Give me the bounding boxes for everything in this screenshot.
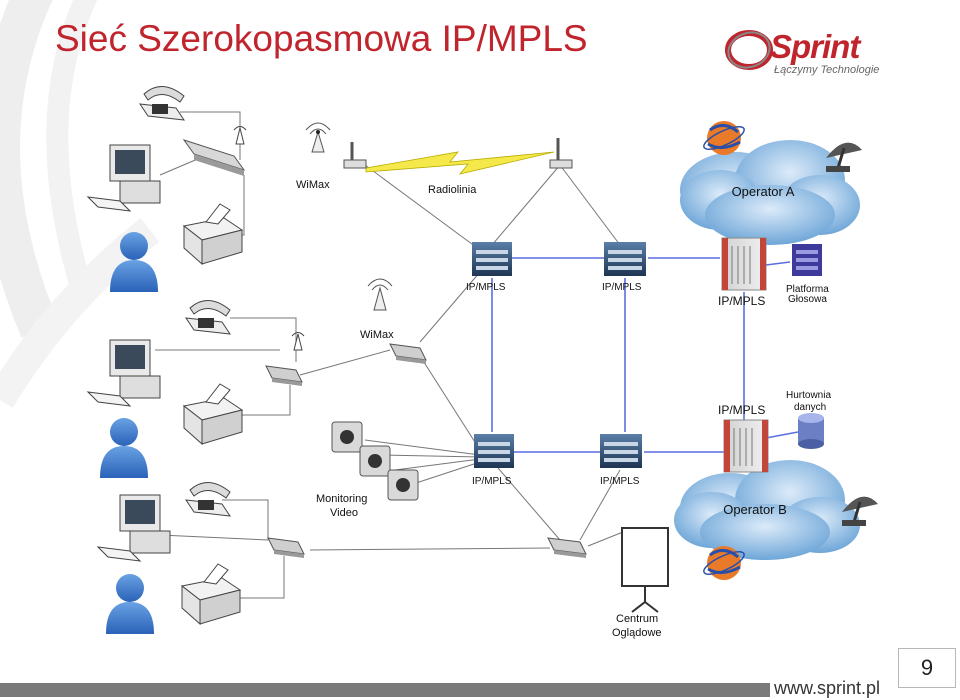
label-platform-voice-1: Platforma — [786, 284, 829, 295]
label-platform-voice-2: Głosowa — [788, 294, 827, 305]
user-avatar-icon — [100, 418, 148, 478]
antenna-icon — [291, 332, 305, 351]
page-title: Sieć Szerokopasmowa IP/MPLS — [55, 18, 588, 59]
label-operator-b: Operator B — [723, 502, 787, 517]
user-avatar-icon — [106, 574, 154, 634]
edge-router-icon — [472, 242, 512, 276]
footer-bar — [0, 683, 868, 697]
satellite-dish-icon — [842, 496, 878, 526]
user-avatar-icon — [110, 232, 158, 292]
network-diagram: Operator A Operator B — [86, 86, 878, 639]
sprint-logo: Sprint Łączymy Technologie — [724, 24, 894, 82]
printer-icon — [182, 203, 244, 266]
network-switch-icon — [389, 343, 427, 364]
printer-icon — [182, 383, 244, 446]
label-wimax-mid: WiMax — [360, 329, 394, 341]
label-center-2: Oglądowe — [612, 627, 662, 639]
label-monitoring-1: Monitoring — [316, 493, 367, 505]
label-warehouse-1: Hurtownia — [786, 390, 831, 401]
footer-url: www.sprint.pl — [770, 678, 885, 699]
database-icon — [798, 413, 824, 449]
antenna-icon — [233, 126, 247, 145]
wimax-antenna-icon — [367, 278, 393, 311]
label-router-bm: IP/MPLS — [600, 476, 640, 487]
label-router-tm: IP/MPLS — [602, 282, 642, 293]
label-operator-a: Operator A — [732, 184, 795, 199]
desktop-computer-icon — [96, 494, 171, 562]
video-camera-icon — [359, 445, 391, 477]
globe-icon — [703, 121, 745, 155]
telephone-icon — [184, 482, 232, 517]
wimax-antenna-icon — [305, 122, 331, 153]
voice-platform-server-icon — [792, 244, 822, 276]
logo-tagline: Łączymy Technologie — [774, 64, 880, 76]
network-hub-icon — [182, 139, 246, 176]
telephone-icon — [184, 300, 232, 335]
label-wimax-top: WiMax — [296, 179, 330, 191]
links-blue — [491, 257, 799, 453]
desktop-computer-icon — [86, 144, 161, 212]
core-router-icon — [721, 237, 767, 291]
label-router-tr: IP/MPLS — [718, 294, 765, 308]
network-switch-icon — [267, 537, 305, 558]
cloud-operator-a — [680, 140, 860, 245]
edge-router-icon — [600, 434, 642, 468]
label-center-1: Centrum — [616, 613, 658, 625]
network-switch-icon — [265, 365, 303, 386]
printer-icon — [180, 563, 242, 626]
label-router-tl: IP/MPLS — [466, 282, 506, 293]
radio-antenna-icon — [343, 142, 367, 169]
edge-router-icon — [604, 242, 646, 276]
label-monitoring-2: Video — [330, 507, 358, 519]
label-radiolinia: Radiolinia — [428, 184, 477, 196]
label-warehouse-2: danych — [794, 402, 826, 413]
label-router-bl: IP/MPLS — [472, 476, 512, 487]
logo-swoosh-icon — [725, 30, 773, 70]
cloud-operator-b — [674, 460, 860, 560]
desktop-computer-icon — [86, 339, 161, 407]
page-number: 9 — [898, 648, 956, 688]
video-camera-icon — [387, 469, 419, 501]
radio-antenna-icon — [549, 138, 573, 169]
radio-link-bolt — [365, 151, 555, 175]
logo-wordmark: Sprint — [770, 28, 860, 65]
globe-icon — [703, 546, 745, 580]
label-router-br: IP/MPLS — [718, 403, 765, 417]
telephone-icon — [138, 86, 186, 121]
links-gray — [155, 111, 629, 599]
satellite-dish-icon — [826, 142, 862, 172]
video-camera-icon — [331, 421, 363, 453]
projection-screen-icon — [621, 527, 669, 613]
core-router-icon — [723, 419, 769, 473]
network-switch-icon — [547, 537, 587, 558]
edge-router-icon — [474, 434, 514, 468]
